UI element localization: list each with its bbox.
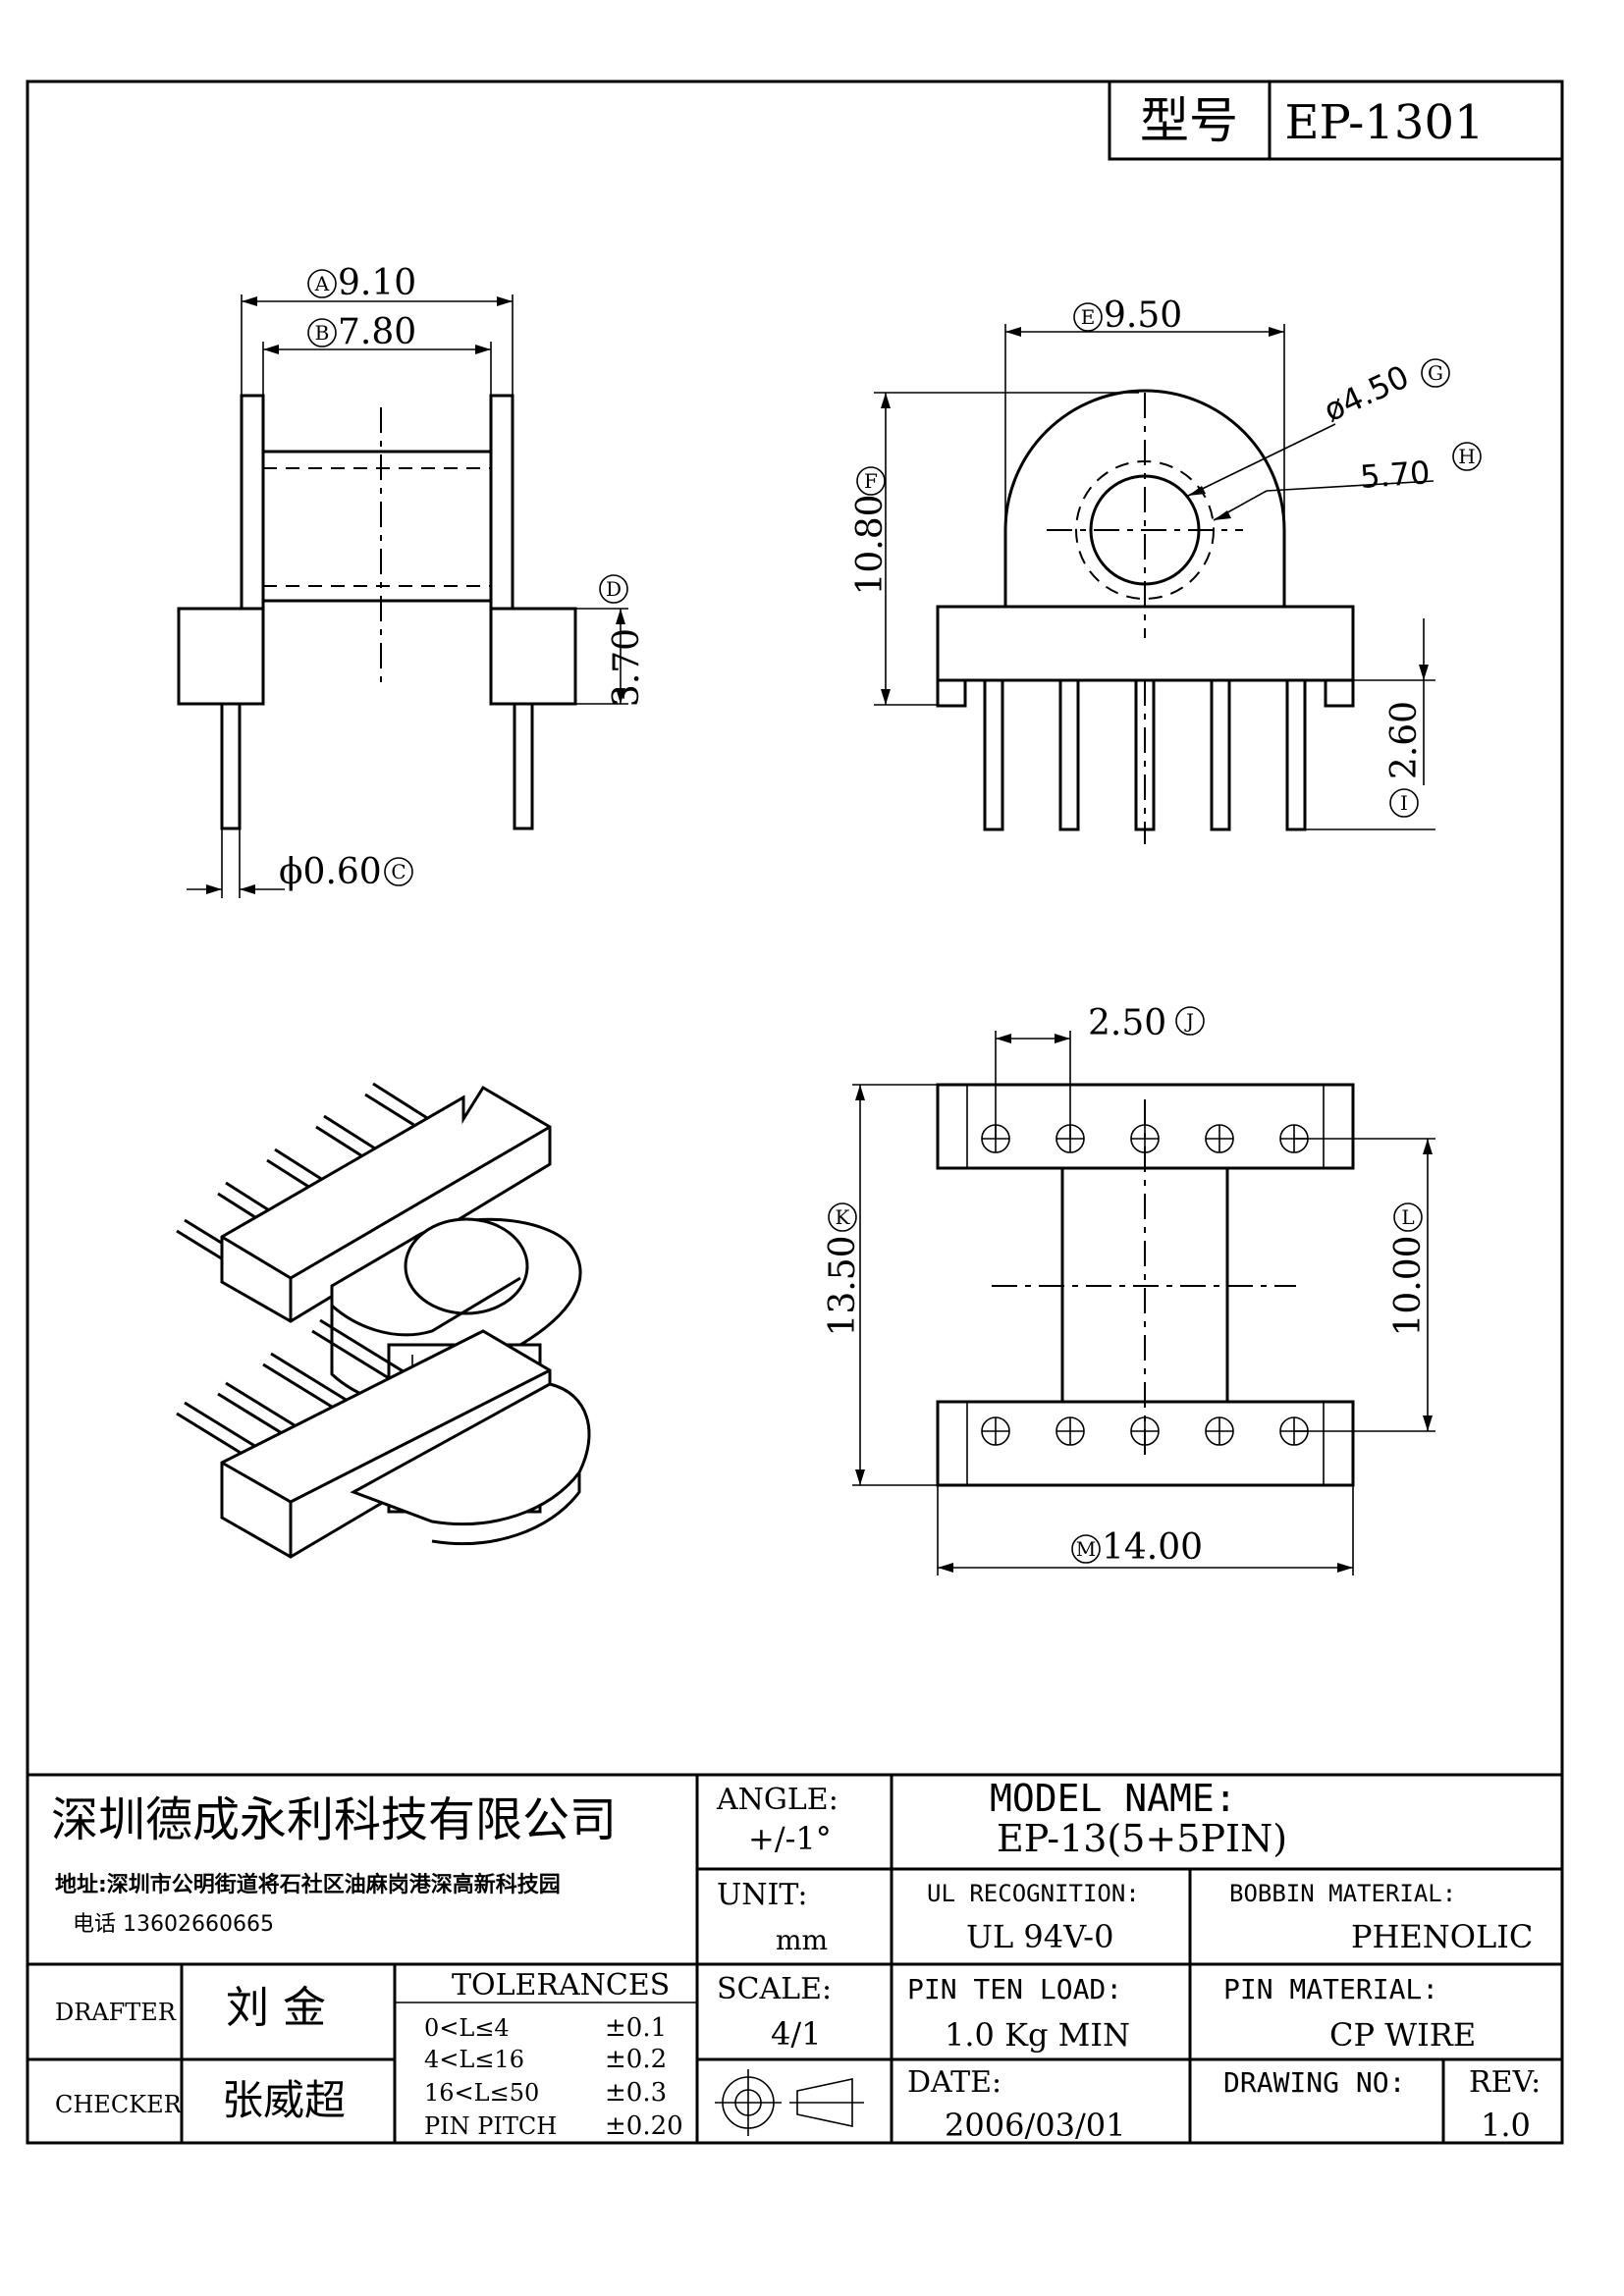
angle-value: +/-1° bbox=[748, 1820, 832, 1857]
side-view: E 9.50 F 10.80 ø4.50 G 5.70 H 2.60 I bbox=[850, 295, 1482, 844]
ul-value: UL 94V-0 bbox=[966, 1918, 1113, 1955]
dim-k-value: 13.50 bbox=[823, 1235, 863, 1336]
tolerance-range-2: 16<L≤50 bbox=[424, 2079, 539, 2107]
dim-h-mark: H bbox=[1458, 445, 1475, 468]
dim-l-value: 10.00 bbox=[1388, 1235, 1429, 1336]
rev-value: 1.0 bbox=[1481, 2107, 1531, 2144]
tolerance-value-2: ±0.3 bbox=[605, 2078, 667, 2108]
tolerance-value-0: ±0.1 bbox=[605, 2013, 667, 2043]
pin-material-label: PIN MATERIAL: bbox=[1223, 1973, 1438, 2005]
bottom-view: 2.50 J K 13.50 L 10.00 M 14.00 bbox=[823, 1003, 1435, 1575]
dim-f-mark: F bbox=[864, 469, 878, 493]
pin-load-label: PIN TEN LOAD: bbox=[907, 1973, 1122, 2005]
dim-h-value: 5.70 bbox=[1359, 454, 1432, 496]
dim-d-mark: D bbox=[606, 577, 622, 601]
tolerance-range-3: PIN PITCH bbox=[424, 2112, 557, 2140]
unit-label: UNIT: bbox=[717, 1878, 807, 1912]
dim-a-mark: A bbox=[314, 272, 330, 295]
title-block: 深圳德成永利科技有限公司 地址:深圳市公明街道将石社区油麻岗港深高新科技园 电话… bbox=[27, 1773, 1562, 2144]
dim-c-mark: C bbox=[391, 860, 406, 883]
angle-label: ANGLE: bbox=[716, 1783, 839, 1817]
dim-j-value: 2.50 bbox=[1088, 1003, 1166, 1043]
model-name-value: EP-13(5+5PIN) bbox=[997, 1817, 1287, 1860]
isometric-view bbox=[176, 1082, 591, 1559]
model-value: EP-1301 bbox=[1284, 95, 1484, 150]
tolerance-range-1: 4<L≤16 bbox=[424, 2046, 524, 2073]
unit-value: mm bbox=[776, 1924, 828, 1956]
projection-symbol bbox=[715, 2069, 864, 2136]
rev-label: REV: bbox=[1469, 2065, 1541, 2100]
dim-b-value: 7.80 bbox=[338, 312, 416, 352]
tolerance-value-3: ±0.20 bbox=[605, 2111, 683, 2141]
dim-i-value: 2.60 bbox=[1384, 701, 1425, 779]
bobbin-value: PHENOLIC bbox=[1351, 1918, 1533, 1955]
dim-m-mark: M bbox=[1076, 1537, 1096, 1561]
pin-load-value: 1.0 Kg MIN bbox=[945, 2016, 1130, 2054]
dim-j-mark: J bbox=[1184, 1009, 1194, 1033]
company-phone: 电话 13602660665 bbox=[73, 1912, 274, 1937]
sheet-border bbox=[26, 80, 1564, 2145]
front-view: A 9.10 B 7.80 D 3.70 ϕ0.60 C bbox=[177, 263, 647, 898]
checker-value: 张威超 bbox=[222, 2076, 346, 2124]
dim-m-value: 14.00 bbox=[1102, 1527, 1203, 1568]
dim-b-mark: B bbox=[315, 321, 330, 345]
checker-label: CHECKER bbox=[55, 2091, 183, 2118]
scale-value: 4/1 bbox=[771, 2015, 822, 2053]
dim-g-value: ø4.50 bbox=[1318, 357, 1414, 429]
drafter-label: DRAFTER bbox=[55, 1999, 177, 2026]
tolerance-range-0: 0<L≤4 bbox=[424, 2014, 510, 2042]
dim-a-value: 9.10 bbox=[338, 263, 416, 303]
dim-l-mark: L bbox=[1401, 1205, 1414, 1229]
pin-material-value: CP WIRE bbox=[1329, 2016, 1476, 2054]
dim-e-value: 9.50 bbox=[1104, 295, 1182, 336]
model-header: 型号 EP-1301 bbox=[1108, 80, 1564, 161]
drafter-value: 刘 金 bbox=[226, 1983, 326, 2033]
dim-c-value: ϕ0.60 bbox=[279, 852, 382, 892]
tolerances-label: TOLERANCES bbox=[452, 1968, 670, 2002]
dim-i-mark: I bbox=[1400, 791, 1408, 815]
drawing-no-label: DRAWING NO: bbox=[1223, 2066, 1405, 2099]
date-value: 2006/03/01 bbox=[945, 2107, 1125, 2144]
model-label: 型号 bbox=[1140, 92, 1238, 149]
company-address: 地址:深圳市公明街道将石社区油麻岗港深高新科技园 bbox=[55, 1872, 561, 1897]
date-label: DATE: bbox=[907, 2065, 1001, 2100]
dim-f-value: 10.80 bbox=[850, 494, 891, 595]
dim-k-mark: K bbox=[836, 1205, 851, 1229]
tolerance-value-1: ±0.2 bbox=[605, 2045, 667, 2074]
ul-label: UL RECOGNITION: bbox=[927, 1880, 1140, 1907]
dim-d-value: 3.70 bbox=[607, 628, 647, 707]
dim-e-mark: E bbox=[1081, 305, 1096, 329]
scale-label: SCALE: bbox=[717, 1972, 832, 2006]
bobbin-label: BOBBIN MATERIAL: bbox=[1229, 1880, 1456, 1907]
dim-g-mark: G bbox=[1428, 361, 1443, 385]
company-name: 深圳德成永利科技有限公司 bbox=[51, 1792, 617, 1847]
model-name-label: MODEL NAME: bbox=[990, 1777, 1237, 1820]
